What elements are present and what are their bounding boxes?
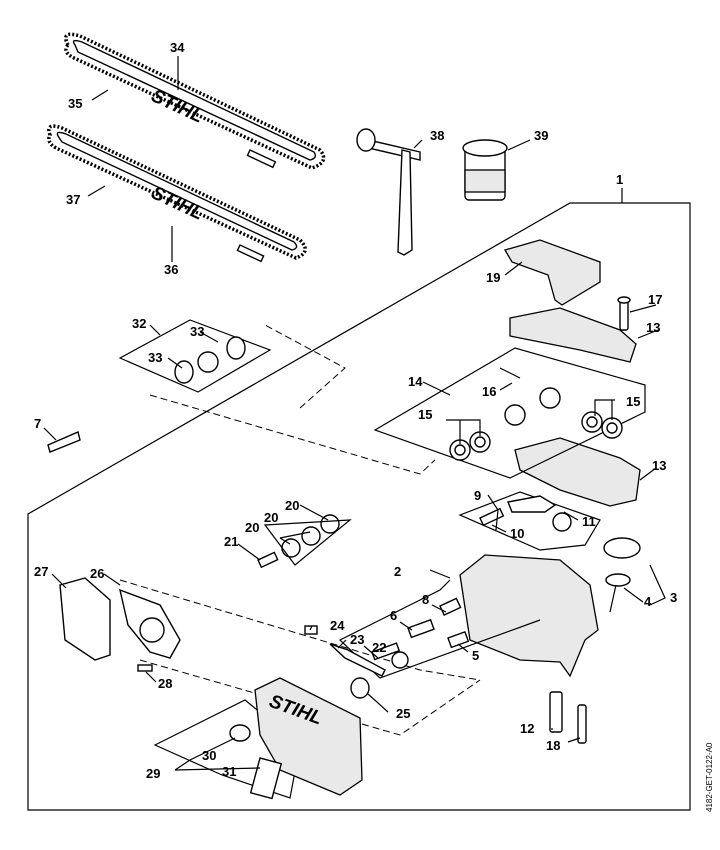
callout-4: 4 bbox=[644, 594, 652, 609]
callout-25: 25 bbox=[396, 706, 410, 721]
gear-set bbox=[449, 367, 623, 461]
part-5 bbox=[447, 630, 470, 649]
callout-33-lower: 33 bbox=[148, 350, 162, 365]
screw-21 bbox=[257, 551, 279, 569]
callout-15-right: 15 bbox=[626, 394, 640, 409]
callout-17: 17 bbox=[648, 292, 662, 307]
gear-housing-lower bbox=[514, 437, 641, 507]
callout-23: 23 bbox=[350, 632, 364, 647]
callout-numbers: 1 2 3 4 5 6 7 8 9 10 11 12 13 13 14 15 1… bbox=[34, 40, 677, 781]
part-6 bbox=[407, 618, 435, 639]
screw-18 bbox=[577, 704, 587, 744]
callout-13-lower: 13 bbox=[652, 458, 666, 473]
callout-6: 6 bbox=[390, 608, 397, 623]
callout-35: 35 bbox=[68, 96, 82, 111]
callout-36: 36 bbox=[164, 262, 178, 277]
guide-bar-lower: STIHL bbox=[47, 124, 307, 263]
callout-37: 37 bbox=[66, 192, 80, 207]
callout-38: 38 bbox=[430, 128, 444, 143]
callout-14: 14 bbox=[408, 374, 423, 389]
gear-housing-upper bbox=[509, 307, 637, 363]
callout-20-left: 20 bbox=[245, 520, 259, 535]
screw-28 bbox=[137, 664, 153, 672]
document-id: 4182-GET-0122-A0 bbox=[705, 742, 714, 812]
callout-28: 28 bbox=[158, 676, 172, 691]
callout-33-upper: 33 bbox=[190, 324, 204, 339]
callout-7: 7 bbox=[34, 416, 41, 431]
callout-3: 3 bbox=[670, 590, 677, 605]
combination-wrench bbox=[356, 128, 421, 256]
callout-16: 16 bbox=[482, 384, 496, 399]
callout-1: 1 bbox=[616, 172, 623, 187]
callout-29: 29 bbox=[146, 766, 160, 781]
callout-13-upper: 13 bbox=[646, 320, 660, 335]
guide-plate-27 bbox=[59, 577, 111, 661]
callout-8: 8 bbox=[422, 592, 429, 607]
screw-17 bbox=[617, 296, 631, 331]
stud-7 bbox=[47, 431, 81, 453]
part-8 bbox=[439, 597, 462, 616]
callout-11: 11 bbox=[582, 514, 596, 529]
callout-2: 2 bbox=[394, 564, 401, 579]
callout-30: 30 bbox=[202, 748, 216, 763]
callout-24: 24 bbox=[330, 618, 345, 633]
guide-bar-upper: STIHL bbox=[64, 32, 326, 170]
callout-39: 39 bbox=[534, 128, 548, 143]
engine-housing bbox=[459, 554, 599, 678]
callout-19: 19 bbox=[486, 270, 500, 285]
callout-10: 10 bbox=[510, 526, 524, 541]
callout-12: 12 bbox=[520, 721, 534, 736]
callout-22: 22 bbox=[372, 640, 386, 655]
assembly-outline bbox=[27, 202, 691, 811]
callout-26: 26 bbox=[90, 566, 104, 581]
callout-31: 31 bbox=[222, 764, 236, 779]
sprocket-washers bbox=[174, 336, 246, 384]
callout-20-mid: 20 bbox=[264, 510, 278, 525]
leader-lines bbox=[43, 56, 666, 771]
callout-21: 21 bbox=[224, 534, 238, 549]
label-31 bbox=[249, 757, 283, 800]
callout-32: 32 bbox=[132, 316, 146, 331]
callout-20-right: 20 bbox=[285, 498, 299, 513]
sleeve-12 bbox=[549, 691, 563, 733]
callout-9: 9 bbox=[474, 488, 481, 503]
callout-34: 34 bbox=[170, 40, 185, 55]
callout-27: 27 bbox=[34, 564, 48, 579]
nut-30 bbox=[229, 724, 251, 742]
washer-stack bbox=[263, 514, 352, 566]
callout-15-left: 15 bbox=[418, 407, 432, 422]
sprocket-cover bbox=[254, 677, 363, 796]
tensioner-parts bbox=[304, 625, 409, 699]
callout-5: 5 bbox=[472, 648, 479, 663]
gear-housing-cover bbox=[504, 239, 601, 306]
grease-tube bbox=[462, 139, 508, 201]
filler-cap bbox=[603, 537, 641, 613]
callout-18: 18 bbox=[546, 738, 560, 753]
